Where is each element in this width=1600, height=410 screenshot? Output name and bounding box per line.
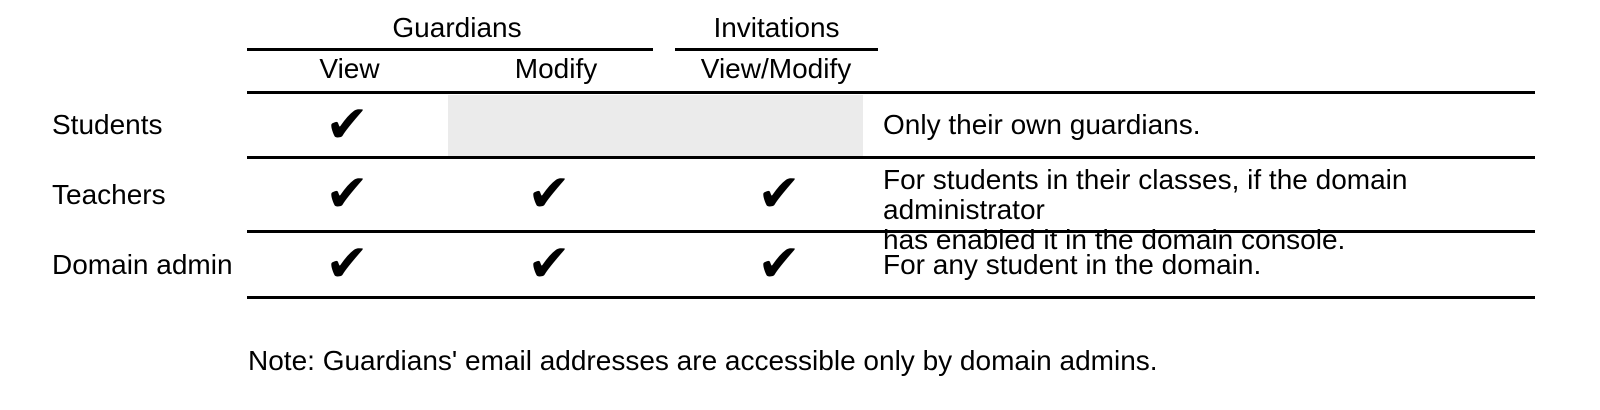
row-label-students: Students <box>52 109 163 140</box>
check-icon-domain-admin-view-modify: ✔ <box>757 234 801 294</box>
footnote: Note: Guardians' email addresses are acc… <box>248 345 1158 376</box>
check-icon-students-view: ✔ <box>325 95 369 155</box>
row-separator-rule-1 <box>247 156 1535 159</box>
check-icon-teachers-view-modify: ✔ <box>757 164 801 224</box>
students-disabled-cells <box>448 95 863 156</box>
note-students: Only their own guardians. <box>883 109 1201 140</box>
row-label-domain-admin: Domain admin <box>52 249 233 280</box>
check-icon-teachers-view: ✔ <box>325 164 369 224</box>
check-icon-teachers-modify: ✔ <box>527 164 571 224</box>
group-header-invitations: Invitations <box>713 12 840 43</box>
row-label-teachers: Teachers <box>52 179 166 210</box>
check-icon-domain-admin-modify: ✔ <box>527 234 571 294</box>
column-header-view: View <box>319 53 380 84</box>
column-header-view-modify: View/Modify <box>700 53 852 84</box>
check-icon-domain-admin-view: ✔ <box>325 234 369 294</box>
column-header-modify: Modify <box>514 53 598 84</box>
guardians-group-underline <box>247 48 653 51</box>
group-header-guardians: Guardians <box>392 12 522 43</box>
row-separator-rule-3 <box>247 296 1535 299</box>
row-separator-rule-2 <box>247 230 1535 233</box>
note-teachers: For students in their classes, if the do… <box>883 164 1408 255</box>
invitations-group-underline <box>675 48 878 51</box>
header-separator-rule <box>247 91 1535 94</box>
note-domain-admin: For any student in the domain. <box>883 249 1262 280</box>
